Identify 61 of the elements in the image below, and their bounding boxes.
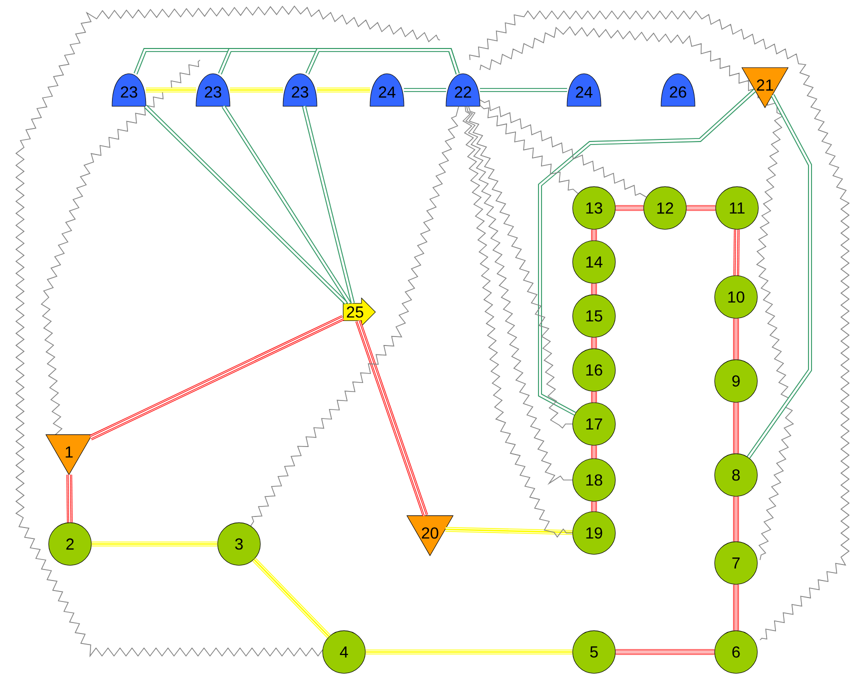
connector — [306, 48, 460, 75]
connector — [445, 526, 572, 535]
connector — [733, 584, 739, 630]
connector — [733, 318, 739, 360]
circle-node: 10 — [714, 275, 758, 319]
connector — [686, 205, 716, 211]
circle-node: 5 — [572, 630, 616, 674]
connector — [733, 402, 739, 454]
connector — [92, 542, 218, 546]
connector — [89, 315, 344, 440]
connector — [746, 94, 812, 458]
circle-node: 7 — [714, 541, 758, 585]
dome-node: 24 — [370, 73, 404, 107]
connector — [222, 105, 352, 304]
circle-node: 12 — [643, 186, 687, 230]
circle-node: 19 — [572, 511, 616, 555]
circle-node: 9 — [714, 359, 758, 403]
connector — [250, 106, 460, 526]
circle-node: 17 — [572, 402, 616, 446]
connector — [144, 104, 348, 305]
connector — [66, 474, 73, 522]
dome-node: 22 — [446, 73, 480, 107]
circle-node: 14 — [572, 240, 616, 284]
connector — [355, 320, 428, 516]
circle-node: 11 — [715, 186, 759, 230]
connector — [480, 104, 578, 194]
connector — [468, 106, 573, 429]
connector — [591, 502, 597, 512]
connector — [480, 88, 568, 92]
connector — [591, 338, 597, 348]
connector — [404, 88, 446, 92]
dome-node: 23 — [196, 73, 230, 107]
circle-node: 18 — [572, 458, 616, 502]
circle-node: 15 — [572, 294, 616, 338]
connector — [591, 230, 597, 240]
connector — [146, 88, 196, 92]
connector — [616, 649, 714, 655]
connector — [733, 230, 740, 276]
circle-node: 3 — [217, 522, 261, 566]
connector — [252, 558, 331, 638]
connector — [480, 99, 647, 198]
circle-node: 13 — [572, 186, 616, 230]
connector — [591, 392, 597, 402]
dome-node: 23 — [112, 73, 146, 107]
circle-node: 16 — [572, 348, 616, 392]
circle-node: 6 — [714, 630, 758, 674]
connector — [616, 205, 644, 211]
connector — [316, 88, 370, 92]
dome-node: 24 — [566, 73, 602, 107]
connector — [230, 88, 284, 92]
connector — [366, 650, 572, 654]
connector — [591, 284, 597, 294]
dome-node: 26 — [660, 73, 696, 107]
circle-node: 4 — [322, 630, 366, 674]
circle-node: 2 — [48, 522, 92, 566]
connector — [538, 88, 756, 416]
dome-node: 23 — [282, 73, 318, 107]
circle-node: 8 — [714, 453, 758, 497]
connector — [302, 106, 355, 304]
connector — [591, 446, 597, 458]
connector — [733, 496, 739, 542]
